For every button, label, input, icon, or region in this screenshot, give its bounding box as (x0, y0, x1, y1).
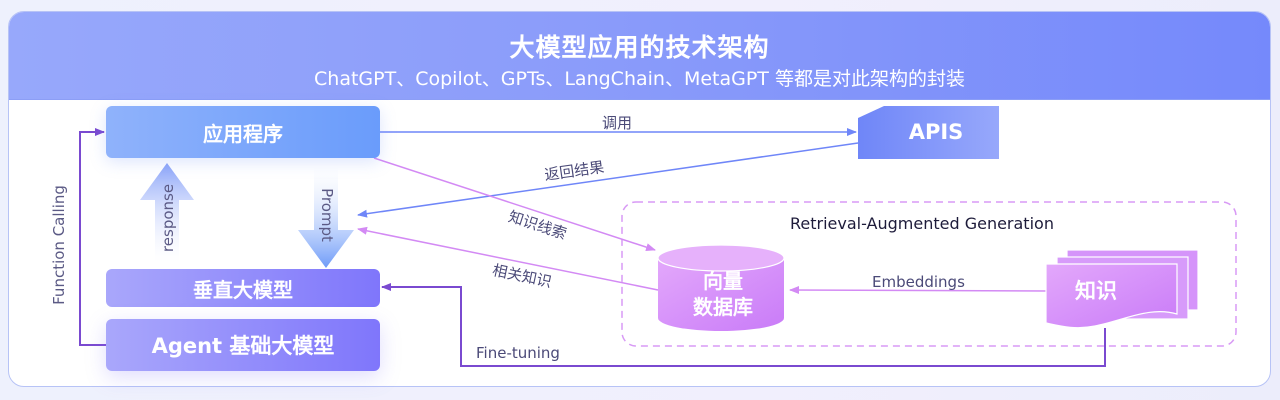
agent-model-label: Agent 基础大模型 (151, 334, 335, 358)
rag-group-border (621, 201, 1237, 347)
vector-db-label-line1: 向量 (703, 269, 743, 293)
response-label: response (159, 184, 177, 252)
return-result-connector (357, 142, 859, 218)
prompt-label: Prompt (318, 188, 336, 242)
function-calling-label: Function Calling (50, 185, 68, 305)
vector-db-label: 向量 数据库 (660, 268, 786, 320)
vector-db-node[interactable] (657, 244, 785, 331)
embeddings-label: Embeddings (872, 273, 965, 291)
apis-label: APIS (908, 120, 964, 144)
vertical-model-label: 垂直大模型 (193, 277, 293, 302)
knowledge-node[interactable] (1045, 249, 1199, 329)
rag-group-title: Retrieval-Augmented Generation (790, 214, 1054, 233)
call-label: 调用 (602, 114, 633, 132)
prompt-arrow (298, 166, 354, 268)
knowledge-clue-label: 知识线索 (506, 207, 569, 243)
embeddings-connector (789, 286, 1049, 295)
diagram-subtitle: ChatGPT、Copilot、GPTs、LangChain、MetaGPT 等… (314, 68, 965, 90)
application-node[interactable]: 应用程序 (106, 106, 380, 158)
function-calling-connector (79, 128, 106, 346)
vertical-model-node[interactable]: 垂直大模型 (106, 269, 380, 307)
diagram-title: 大模型应用的技术架构 (509, 33, 770, 62)
agent-model-node[interactable]: Agent 基础大模型 (106, 319, 380, 371)
related-knowledge-label: 相关知识 (491, 261, 553, 291)
knowledge-label: 知识 (1075, 279, 1117, 303)
application-label: 应用程序 (203, 121, 283, 146)
related-knowledge-connector (357, 226, 659, 291)
header-banner: 大模型应用的技术架构 ChatGPT、Copilot、GPTs、LangChai… (9, 12, 1270, 100)
vector-db-label-line2: 数据库 (693, 295, 753, 319)
fine-tuning-connector (381, 283, 1106, 367)
response-arrow (140, 163, 194, 262)
fine-tuning-label: Fine-tuning (476, 344, 560, 362)
apis-node-shape[interactable] (858, 106, 999, 159)
knowledge-clue-connector (373, 157, 656, 252)
